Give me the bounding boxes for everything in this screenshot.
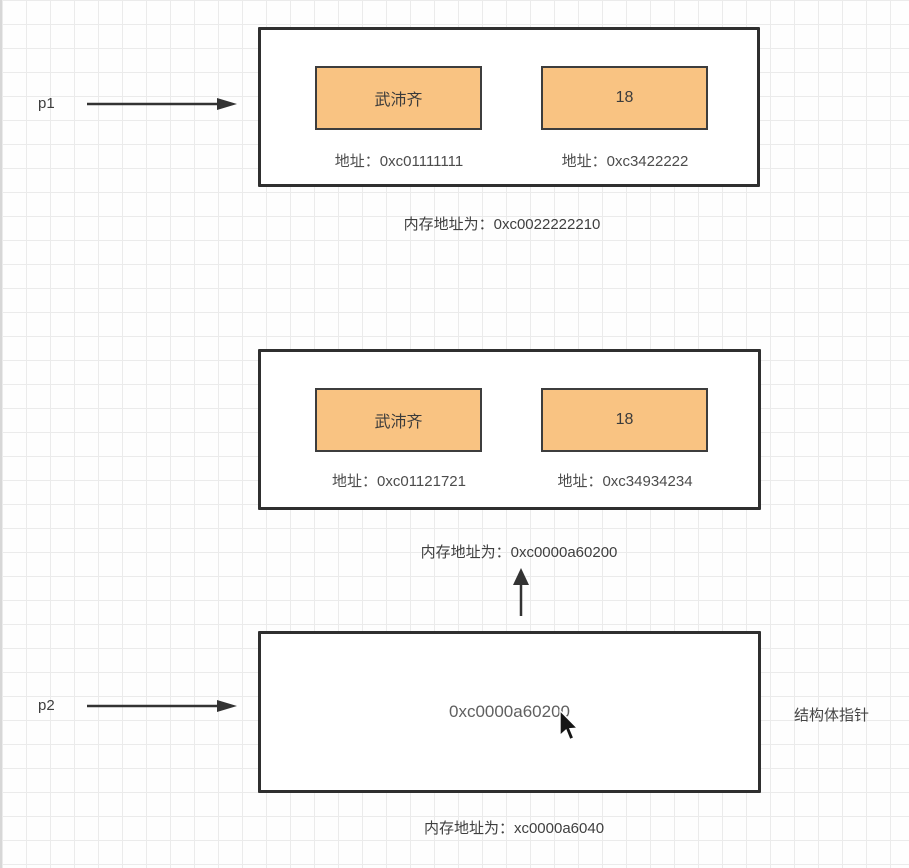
p2-arrow-icon — [87, 700, 237, 712]
struct2-name-field: 武沛齐 — [315, 388, 482, 452]
struct2-age-field: 18 — [541, 388, 708, 452]
p2-pointer-label: p2 — [38, 697, 55, 714]
struct1-age-address: 地址：0xc3422222 — [561, 153, 689, 170]
struct2-age-address: 地址：0xc34934234 — [557, 473, 693, 490]
struct1-name-address: 地址：0xc01111111 — [334, 153, 464, 170]
pointer-box — [258, 631, 761, 793]
struct1-age-value: 18 — [615, 89, 634, 106]
struct2-age-value: 18 — [615, 411, 634, 428]
pointer-box-side-label: 结构体指针 — [794, 707, 870, 724]
struct2-name-value: 武沛齐 — [374, 414, 423, 431]
p1-pointer-label: p1 — [38, 95, 55, 112]
struct2-memory-address: 内存地址为：0xc0000a60200 — [420, 544, 618, 561]
mouse-cursor-icon — [559, 709, 580, 741]
struct2-name-address: 地址：0xc01121721 — [332, 473, 466, 490]
struct1-age-field: 18 — [541, 66, 708, 130]
struct1-memory-address: 内存地址为：0xc0022222210 — [403, 216, 601, 233]
pointer-up-arrow-icon — [513, 568, 529, 616]
pointer-box-memory-address: 内存地址为：xc0000a6040 — [423, 820, 605, 837]
struct1-name-field: 武沛齐 — [315, 66, 482, 130]
pointer-box-value: 0xc0000a60200 — [448, 702, 570, 721]
struct1-name-value: 武沛齐 — [374, 92, 423, 109]
p1-arrow-icon — [87, 98, 237, 110]
